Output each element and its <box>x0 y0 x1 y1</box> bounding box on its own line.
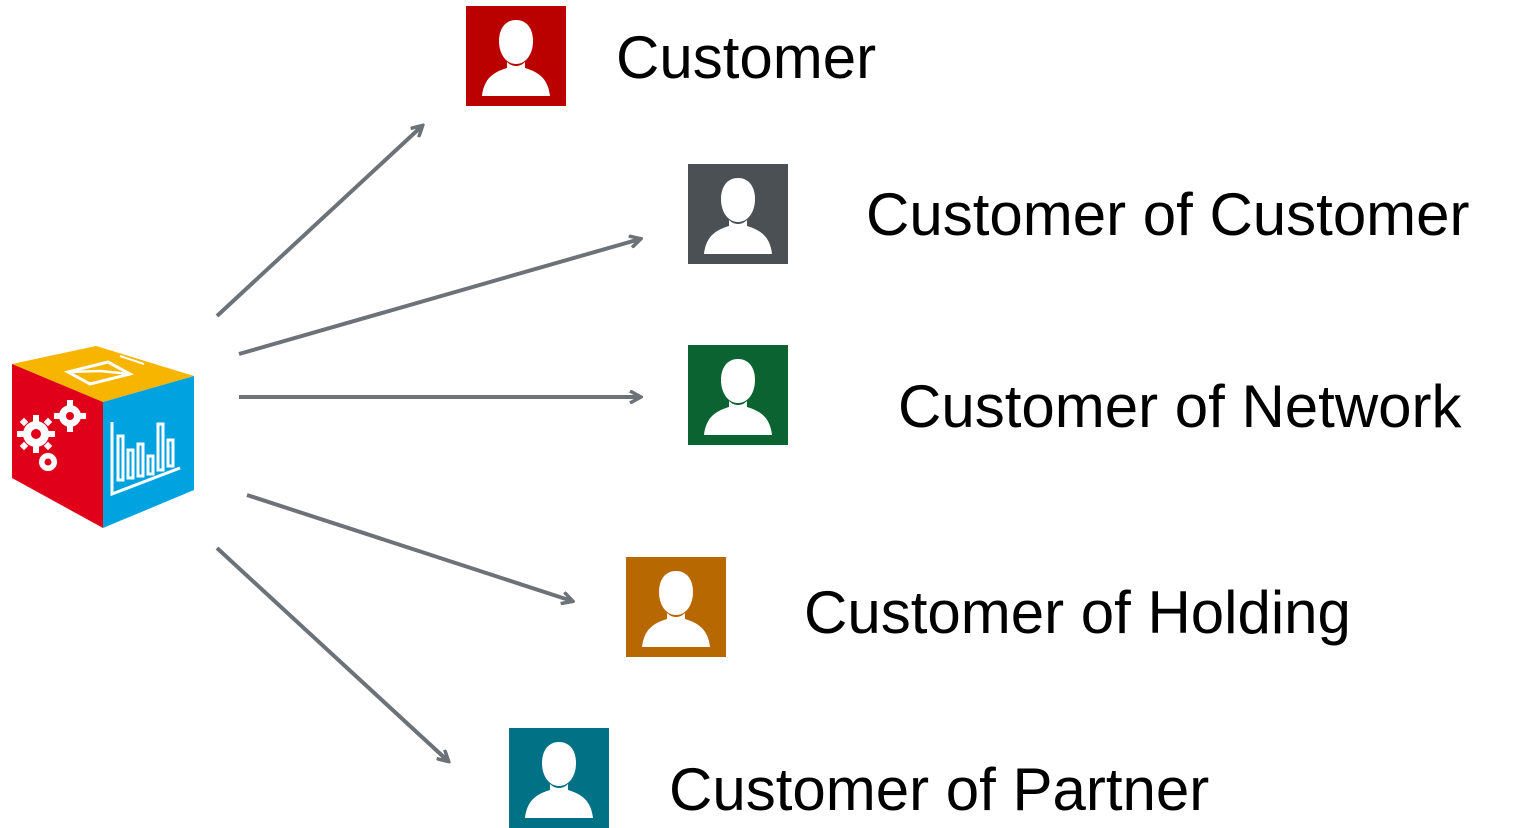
gears-icon <box>17 400 86 471</box>
customer-of-holding-person-icon <box>626 557 726 657</box>
arrow-to-customer-of-holding <box>246 493 572 601</box>
customer-label: Customer <box>616 24 877 91</box>
customer-person-icon <box>466 6 566 106</box>
customer-of-network-label: Customer of Network <box>898 373 1462 440</box>
customer-of-holding-label: Customer of Holding <box>804 579 1351 646</box>
customer-of-partner-label: Customer of Partner <box>669 756 1210 823</box>
analytics-app-cube-icon <box>8 340 198 532</box>
envelope-icon <box>63 351 151 386</box>
customer-of-customer-label: Customer of Customer <box>866 181 1470 248</box>
customer-of-partner-person-icon <box>509 728 609 828</box>
arrow-to-customer-of-partner <box>215 546 448 761</box>
customer-of-network-person-icon <box>688 345 788 445</box>
arrow-to-customer <box>215 126 422 318</box>
bar-chart-icon <box>110 422 181 497</box>
arrow-to-customer-of-customer <box>238 239 640 356</box>
customer-of-customer-person-icon <box>688 164 788 264</box>
